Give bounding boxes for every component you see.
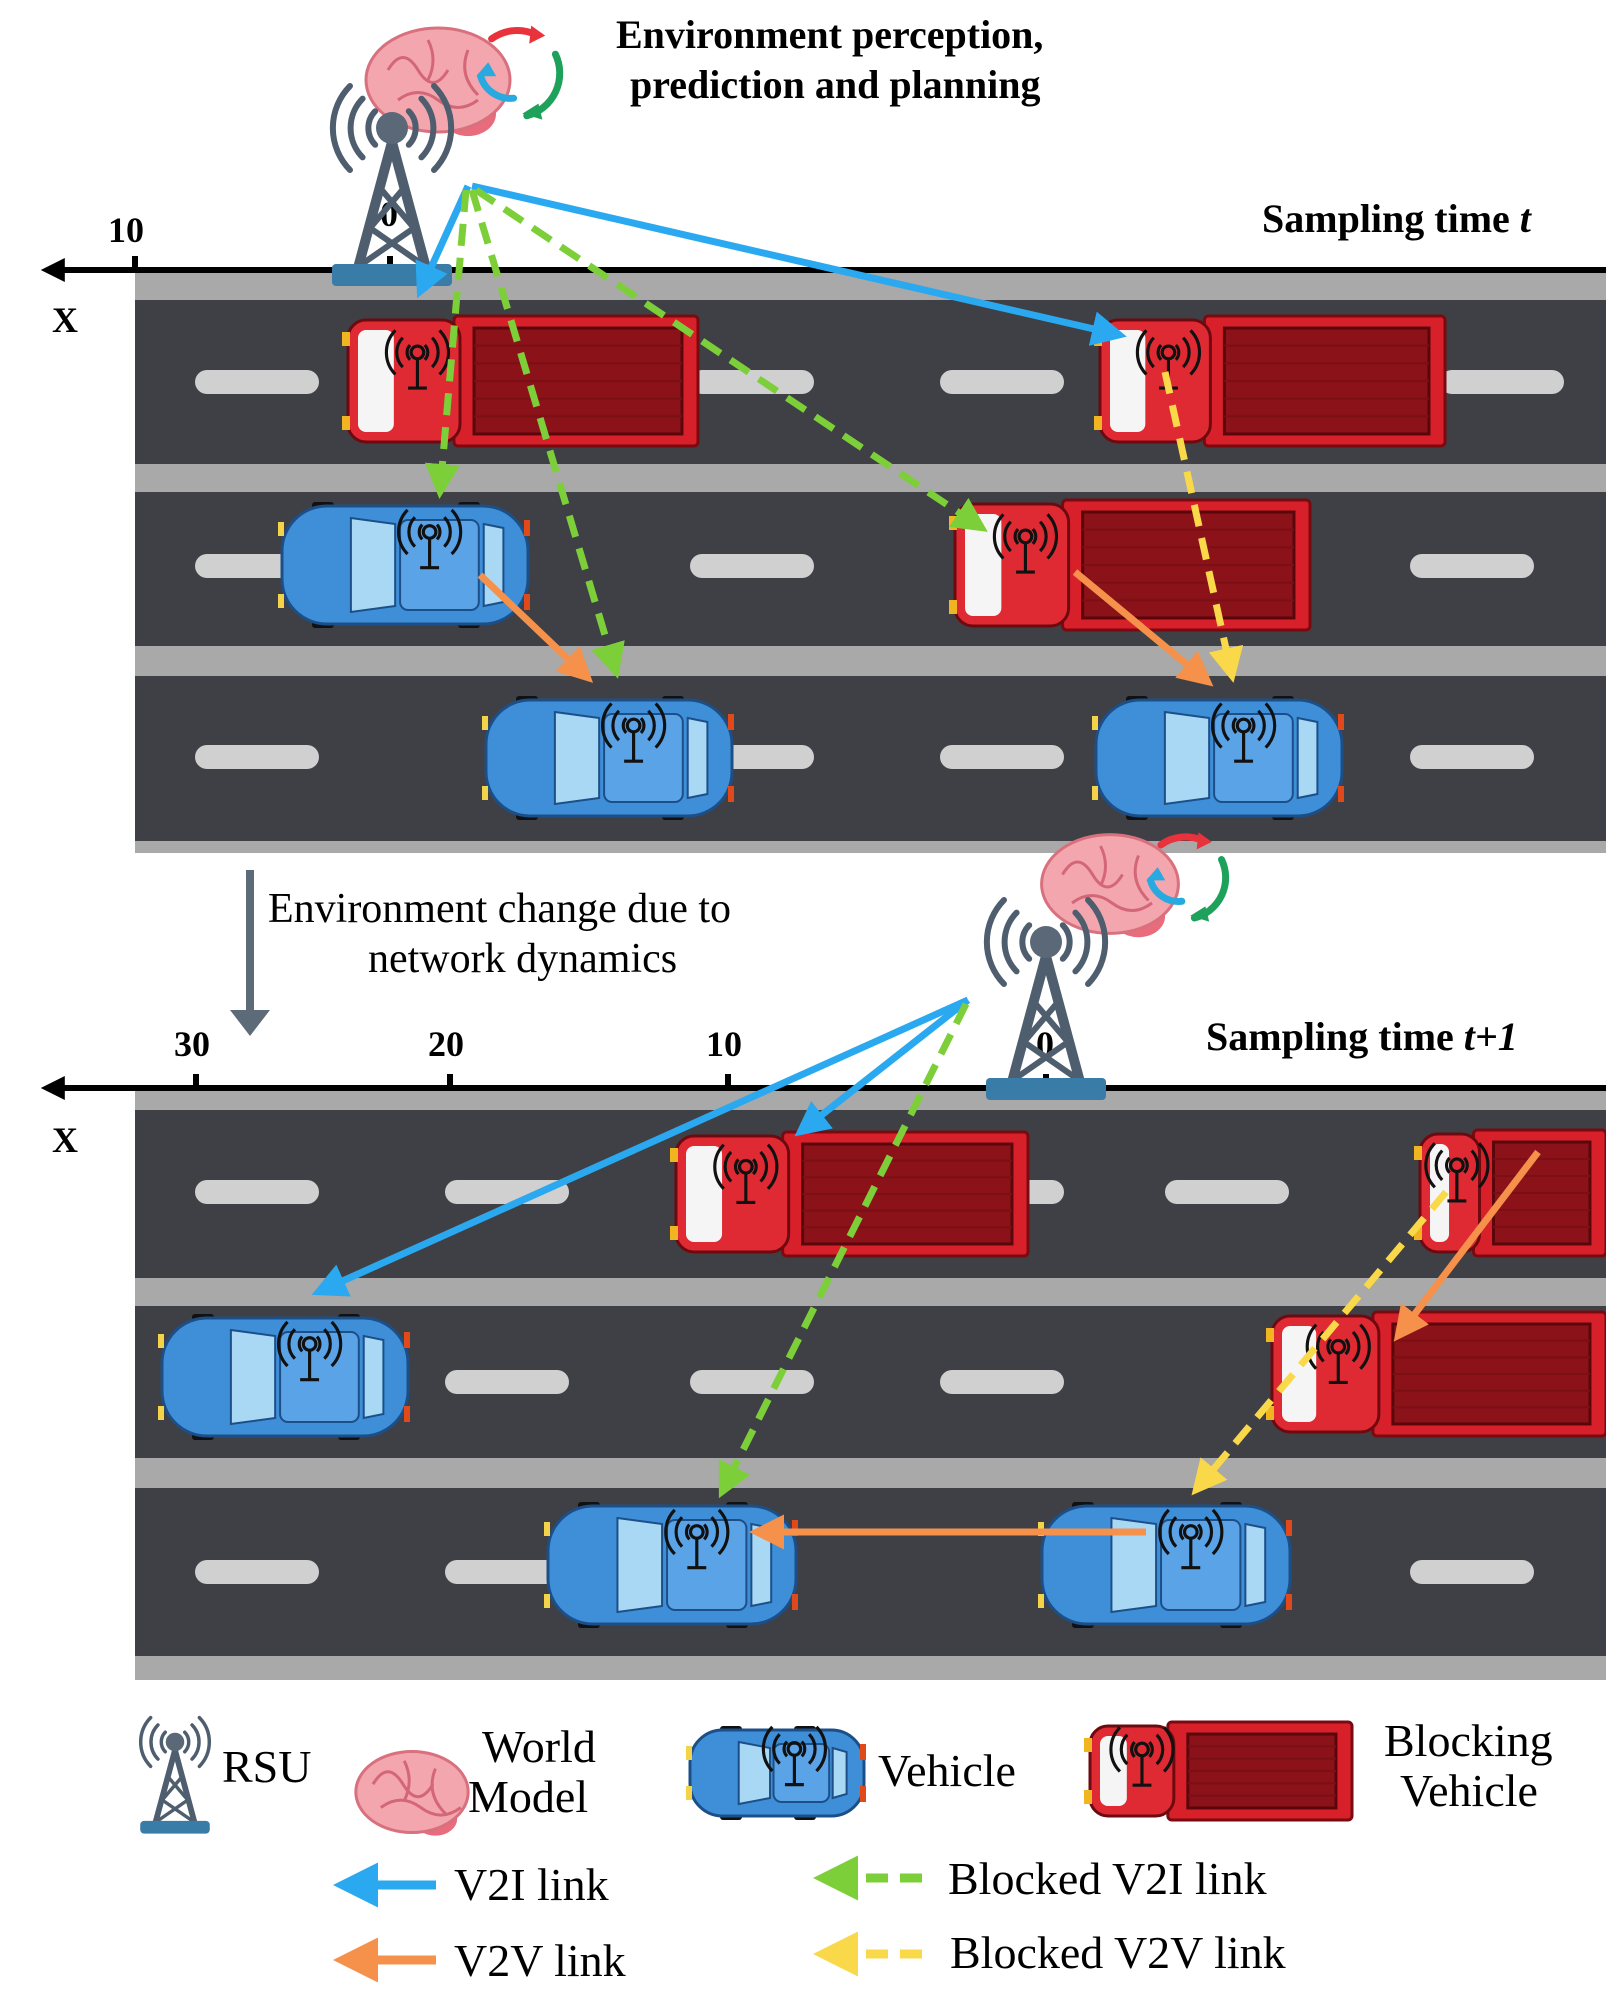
tick-label: 20 [428, 1024, 464, 1064]
legend-blocked-v2i-label: Blocked V2I link [948, 1853, 1267, 1904]
world-model-brain-icon [1040, 832, 1230, 938]
legend-vehicle-label: Vehicle [878, 1745, 1016, 1796]
tick-label: 30 [174, 1024, 210, 1064]
v2i-link-arrow [415, 184, 472, 299]
vehicle [686, 1725, 866, 1820]
antenna-icon [1424, 1142, 1490, 1203]
antenna-icon [1158, 1508, 1224, 1570]
antenna-icon [761, 1725, 827, 1787]
lane-3 [135, 676, 1606, 841]
legend-world-model-label-1: World [482, 1721, 596, 1772]
v2v-link-arrow [477, 572, 594, 683]
vehicle [1092, 696, 1344, 820]
blocking-vehicle [342, 314, 700, 448]
tick-label: 10 [706, 1024, 742, 1064]
blocking-vehicle [1084, 1720, 1354, 1822]
change-line-1: Environment change due to [268, 886, 731, 932]
tick-label: 10 [108, 210, 144, 250]
v2v-link-arrow [1393, 1149, 1541, 1342]
antenna-icon [384, 329, 450, 390]
blocked-v2v-link-arrow [1161, 371, 1244, 683]
v2i-link-arrow [471, 182, 1127, 346]
legend-world-model-label-2: Model [468, 1771, 588, 1822]
antenna-icon [1135, 329, 1202, 390]
blocked-v2i-link-arrow [718, 1002, 970, 1499]
legend-rsu-icon [139, 1715, 211, 1834]
blocking-vehicle [670, 1130, 1030, 1258]
sampling-time-label: Sampling time t [1262, 196, 1533, 241]
antenna-icon [1211, 702, 1277, 763]
v2i-link-arrow [311, 996, 970, 1297]
legend-blocking-label-2: Vehicle [1400, 1765, 1538, 1816]
vehicle [544, 1502, 798, 1628]
lane-markings-b [195, 1180, 1534, 1584]
antenna-icon [1109, 1726, 1175, 1787]
v2v-link-arrow [1072, 569, 1214, 687]
blocked-v2v-link-arrow [1191, 1189, 1449, 1496]
antenna-icon [664, 1508, 730, 1570]
antenna-icon [713, 1143, 779, 1204]
blocking-vehicle [949, 498, 1312, 632]
legend-v2v-label: V2V link [454, 1935, 626, 1986]
down-arrow-icon [230, 1010, 270, 1036]
change-line-2: network dynamics [368, 936, 677, 982]
rsu-tower-icon [983, 897, 1109, 1100]
rsu-tower-icon [139, 1715, 211, 1834]
sampling-time-label: Sampling time t+1 [1206, 1014, 1518, 1059]
v2i-link-arrow [794, 997, 971, 1137]
blocking-vehicle [1414, 1128, 1606, 1258]
vehicle [482, 696, 734, 820]
vehicle [1038, 1502, 1292, 1628]
axis-symbol: X [52, 300, 78, 340]
vehicle [158, 1314, 410, 1440]
caption-line-2: prediction and planning [630, 62, 1041, 107]
blocked-v2i-link-arrow [468, 188, 625, 679]
legend-blocking-label-1: Blocking [1384, 1715, 1553, 1766]
axis-symbol: X [52, 1120, 78, 1160]
blocking-vehicle [1094, 314, 1447, 448]
legend-v2i-label: V2I link [454, 1859, 609, 1910]
lane-3b [135, 1488, 1606, 1656]
legend-blocked-v2v-label: Blocked V2V link [950, 1927, 1286, 1978]
antenna-icon [601, 702, 667, 763]
antenna-icon [1305, 1323, 1371, 1384]
world-model-brain-icon [354, 1749, 470, 1836]
caption-line-1: Environment perception, [616, 12, 1043, 57]
blocked-v2i-link-arrow [424, 189, 470, 499]
antenna-icon [992, 513, 1058, 574]
antenna-icon [397, 508, 463, 570]
legend-rsu-label: RSU [222, 1741, 311, 1792]
bottom-axis: 30 20 10 0 X Sampling time t+1 [40, 1014, 1606, 1160]
blocking-vehicle [1266, 1310, 1606, 1438]
legend: RSU World Model Vehicle Blocking Vehicle… [139, 1715, 1553, 1986]
antenna-icon [277, 1320, 343, 1382]
vehicle [278, 502, 530, 628]
environment-change-note: Environment change due to network dynami… [230, 870, 731, 1036]
